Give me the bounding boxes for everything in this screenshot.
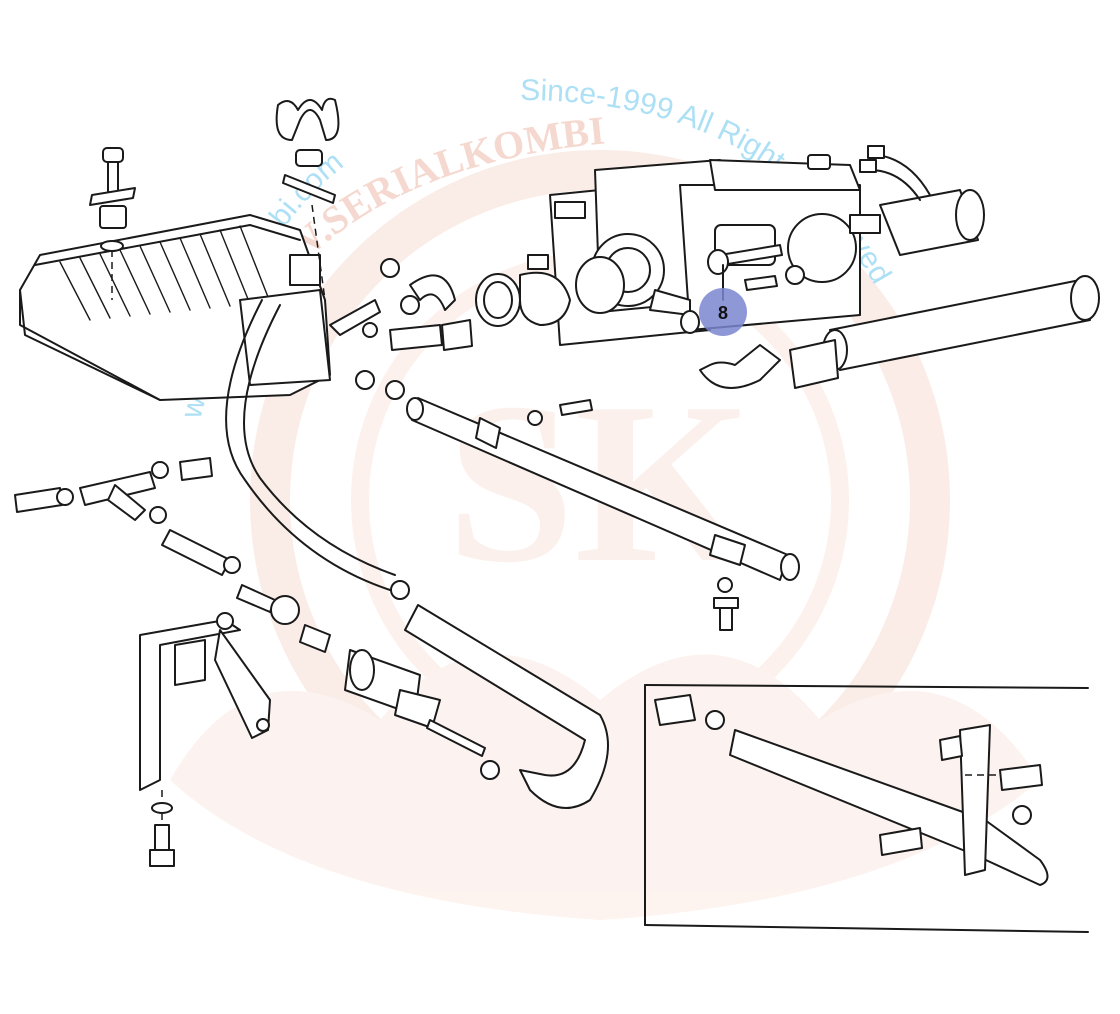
inset-detail xyxy=(644,684,1089,933)
watermark-emblem: SK xyxy=(170,150,1040,920)
exhaust-pipe xyxy=(699,275,1100,389)
heater-hose xyxy=(225,299,609,809)
hose-clamps-top xyxy=(380,254,700,334)
fan-motor xyxy=(807,145,985,256)
spring-clip xyxy=(275,97,340,301)
glow-plug-assembly xyxy=(329,299,473,351)
fuel-tube xyxy=(355,370,800,631)
callout-marker xyxy=(699,288,747,336)
glow-plug-screw xyxy=(89,147,136,300)
callout-number: 8 xyxy=(718,303,728,323)
fuel-lines-left xyxy=(14,457,241,576)
heater-cover xyxy=(19,214,331,401)
mounting-bracket xyxy=(139,612,271,867)
fuel-pump xyxy=(236,584,486,757)
callout-8[interactable]: 8 xyxy=(699,264,747,336)
